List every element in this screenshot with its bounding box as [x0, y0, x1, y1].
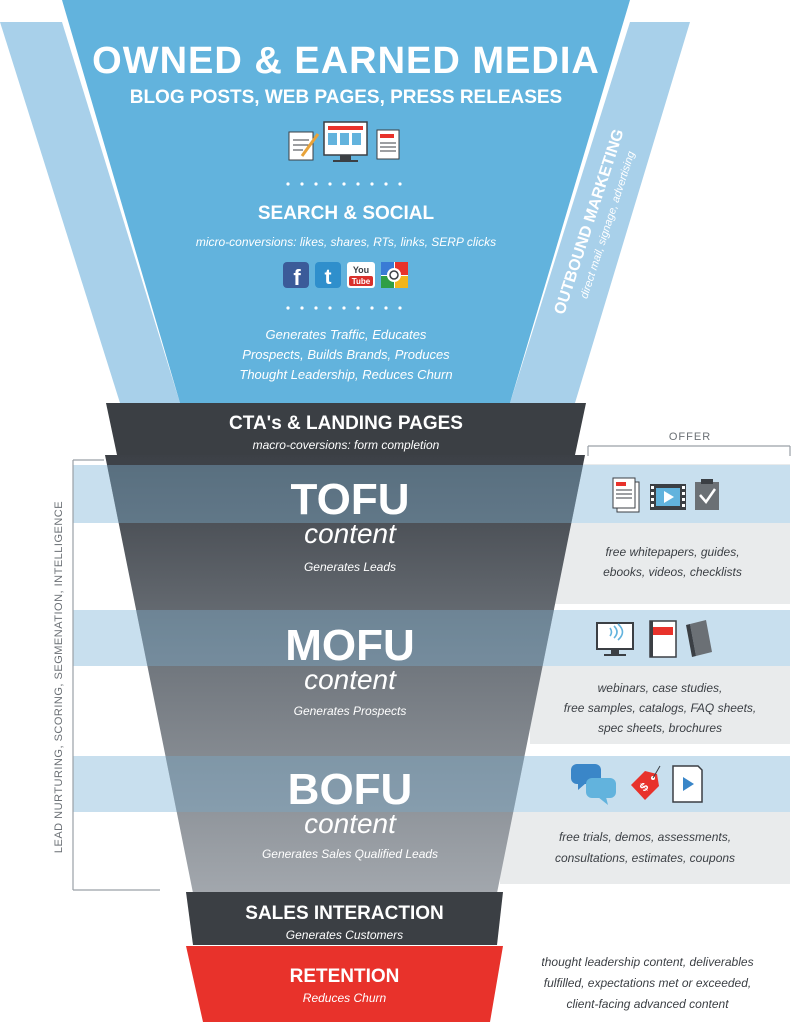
lead-nurturing-label: LEAD NURTURING, SCORING, SEGMENATION, IN…: [53, 500, 65, 854]
cta-band: [106, 403, 586, 455]
twitter-icon: t: [315, 262, 341, 289]
bofu-offer-line-2: consultations, estimates, coupons: [554, 851, 736, 865]
video-icon: [650, 484, 686, 510]
tofu-title: TOFU: [290, 475, 410, 524]
chat-icon: [571, 764, 616, 805]
mofu-description: Generates Prospects: [293, 704, 407, 718]
whitepaper-icon: [612, 477, 640, 513]
tofu-content-word: content: [304, 518, 396, 549]
coupon-tag-icon: $: [631, 765, 661, 800]
press-release-icon: [376, 129, 400, 160]
google-plus-icon: [381, 262, 408, 288]
svg-text:Tube: Tube: [352, 277, 371, 286]
checklist-icon: [695, 479, 719, 510]
webinar-icon: [596, 622, 634, 656]
web-page-icon: [323, 121, 368, 162]
outbound-right-band: [510, 22, 690, 403]
bofu-offer-line-1: free trials, demos, assessments,: [558, 830, 732, 844]
cta-subtitle: macro-coversions: form completion: [252, 438, 440, 452]
mofu-offer-line-2: free samples, catalogs, FAQ sheets,: [563, 701, 757, 715]
facebook-icon: f: [283, 262, 309, 290]
svg-text:t: t: [325, 266, 332, 289]
benefit-line-1: Generates Traffic, Educates: [265, 327, 427, 342]
retention-note-line-3: client-facing advanced content: [566, 997, 729, 1011]
blog-post-icon: [288, 131, 320, 161]
youtube-icon: You Tube: [347, 262, 375, 288]
bofu-description: Generates Sales Qualified Leads: [261, 847, 439, 861]
offer-label: OFFER: [668, 431, 712, 443]
mofu-title: MOFU: [285, 621, 415, 670]
search-social-heading: SEARCH & SOCIAL: [257, 203, 435, 224]
demo-play-icon: [672, 765, 703, 803]
retention-band: [186, 946, 503, 1022]
owned-media-section: [62, 0, 630, 403]
bofu-title: BOFU: [287, 765, 413, 814]
tofu-description: Generates Leads: [303, 560, 397, 574]
bofu-content-word: content: [304, 808, 396, 839]
case-study-icon: [649, 620, 677, 658]
tofu-offer-line-1: free whitepapers, guides,: [605, 545, 740, 559]
owned-earned-title: OWNED & EARNED MEDIA: [92, 40, 600, 82]
outbound-left-band: [0, 22, 180, 403]
content-funnel: [105, 455, 585, 893]
retention-note-line-1: thought leadership content, deliverables: [541, 955, 754, 969]
retention-title: RETENTION: [289, 966, 400, 987]
svg-text:You: You: [353, 265, 369, 275]
mofu-offer-line-1: webinars, case studies,: [597, 681, 723, 695]
sales-subtitle: Generates Customers: [285, 928, 404, 942]
svg-text:f: f: [293, 265, 301, 290]
benefit-line-3: Thought Leadership, Reduces Churn: [239, 367, 453, 382]
search-micro-conversions: micro-conversions: likes, shares, RTs, l…: [195, 235, 497, 249]
tofu-offer-line-2: ebooks, videos, checklists: [603, 565, 742, 579]
mofu-content-word: content: [304, 664, 396, 695]
dot-separator-1: [286, 182, 402, 186]
benefit-line-2: Prospects, Builds Brands, Produces: [242, 347, 450, 362]
mofu-offer-line-3: spec sheets, brochures: [597, 721, 723, 735]
dot-separator-2: [286, 306, 402, 310]
retention-note-line-2: fulfilled, expectations met or exceeded,: [543, 976, 752, 990]
sales-interaction-band: [186, 892, 503, 945]
catalog-icon: [686, 620, 712, 657]
cta-title: CTA's & LANDING PAGES: [229, 413, 463, 434]
owned-earned-subtitle: BLOG POSTS, WEB PAGES, PRESS RELEASES: [129, 87, 563, 108]
sales-title: SALES INTERACTION: [245, 903, 444, 924]
retention-subtitle: Reduces Churn: [302, 991, 387, 1005]
